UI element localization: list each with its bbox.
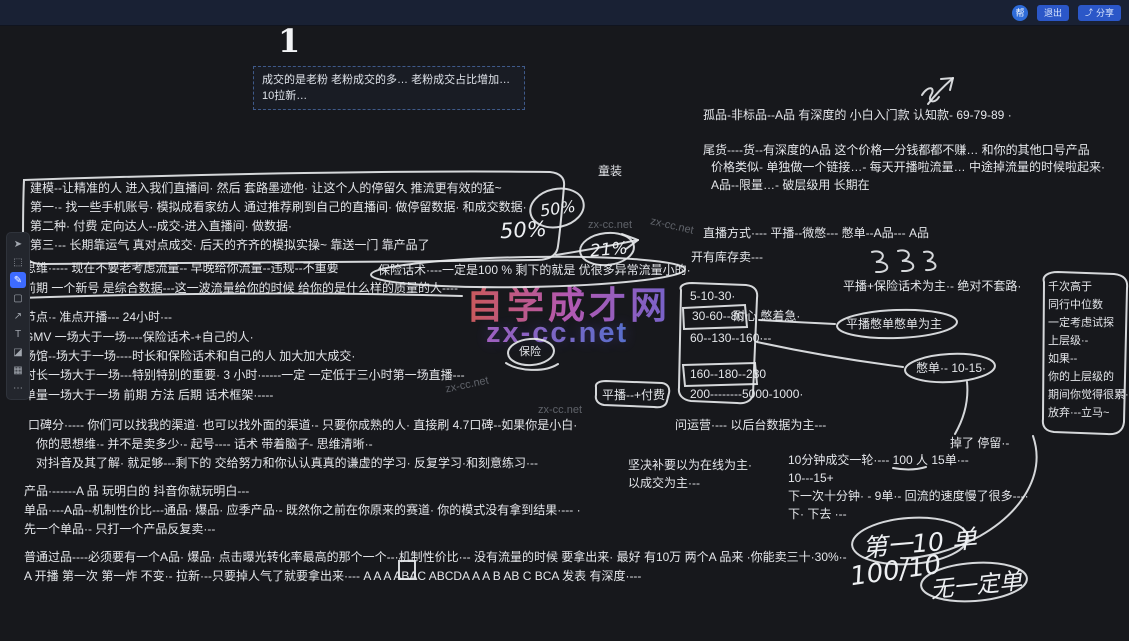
- canvas-note[interactable]: 以成交为主·--: [628, 476, 700, 490]
- canvas-note[interactable]: 前期 一个新号 是综合数据---这一波流量给你的时候 给你的是什么样的质量的人-…: [24, 281, 458, 295]
- lasso-tool-button[interactable]: ⬚: [13, 256, 23, 268]
- canvas-note[interactable]: 尾货----货--有深度的A品 这个价格一分钱都都不赚… 和你的其他口号产品: [703, 143, 1090, 157]
- arrow-tool-button[interactable]: ↗: [13, 310, 23, 322]
- loop-scribbles: [871, 249, 937, 274]
- canvas-note[interactable]: 60--130--160·--: [690, 331, 772, 345]
- canvas-note[interactable]: 同行中位数: [1048, 299, 1103, 311]
- canvas-note[interactable]: 开有库存卖---: [691, 250, 763, 264]
- canvas-note[interactable]: 坚决补要以为在线为主·: [628, 458, 752, 472]
- share-icon: ⤴: [1084, 7, 1093, 17]
- eraser-tool-button[interactable]: ◪: [13, 346, 23, 358]
- watermark-tile: zx-cc.net: [649, 215, 695, 237]
- canvas-note[interactable]: 单品·---A品--机制性价比---通品· 爆品· 应季产品·- 既然你之前在你…: [24, 503, 581, 517]
- canvas-note[interactable]: 下一次十分钟· - 9单·- 回流的速度慢了很多---·: [788, 489, 1029, 503]
- canvas-note[interactable]: 一定考虑试探: [1048, 317, 1114, 329]
- canvas-note[interactable]: 价格类似- 单独做一个链接…- 每天开播啦流量… 中途掉流量的时候啦起来·: [711, 160, 1105, 174]
- canvas-note[interactable]: 憋单·- 10-15·: [916, 361, 987, 375]
- canvas-note[interactable]: 口碑分·---- 你们可以找我的渠道· 也可以找外面的渠道·- 只要你成熟的人·…: [28, 418, 578, 432]
- drawing-toolbar: ➤ ⬚ ✎ ▢ ↗ T ◪ ▦ ⋯: [6, 232, 30, 400]
- canvas-note[interactable]: 平播憋单憋单为主: [846, 317, 943, 331]
- watermark-tile: zx-cc.net: [588, 219, 633, 231]
- dashed-sticky-note[interactable]: 成交的是老粉 老粉成交的多… 老粉成交占比增加… 10拉新…: [253, 66, 525, 110]
- canvas-note[interactable]: 第一·- 找一些手机账号· 模拟成看家纺人 通过推荐刷到自己的直播间· 做停留数…: [30, 200, 527, 214]
- canvas-note[interactable]: 时长一场大于一场---特别特别的重要· 3 小时·-----一定 一定低于三小时…: [24, 368, 465, 382]
- user-avatar-badge[interactable]: 帮: [1011, 4, 1028, 21]
- canvas-note[interactable]: 场馆--场大于一场----时长和保险话术和自己的人 加大加大成交·: [24, 349, 356, 363]
- logout-button[interactable]: 退出: [1036, 4, 1069, 21]
- canvas-note[interactable]: 保险: [519, 346, 541, 358]
- canvas-note[interactable]: 上层级·-: [1048, 335, 1089, 347]
- canvas-note[interactable]: 平播--+付费: [602, 388, 666, 402]
- canvas-note[interactable]: 你的上层级的: [1048, 371, 1114, 383]
- pen-tool-button[interactable]: ✎: [10, 272, 26, 288]
- canvas-note[interactable]: 节点·- 准点开播--- 24小时·--: [24, 310, 172, 324]
- canvas-note[interactable]: 思维·---- 现在不要老考虑流量-- 早晚给你流量--违规--不重要: [24, 261, 339, 275]
- shape-tool-button[interactable]: ▢: [13, 292, 23, 304]
- canvas-note[interactable]: 产品·------A 品 玩明白的 抖音你就玩明白---: [24, 484, 250, 498]
- watermark-brand: 自学成才网: [466, 275, 671, 329]
- canvas-note[interactable]: 放弃·--立马~: [1048, 407, 1110, 419]
- canvas-note[interactable]: 掉了 停留·-: [950, 436, 1010, 450]
- canvas-note[interactable]: A 开播 第一次 第一炸 不变·- 拉新·--只要掉人气了就要拿出来·--- A…: [24, 569, 642, 583]
- topbar-actions: 帮 退出 ⤴ 分享: [1011, 0, 1121, 25]
- canvas-note[interactable]: 第二种· 付费 定向达人--成交-进入直播间· 做数据·: [30, 219, 292, 233]
- canvas-note[interactable]: 童装: [598, 164, 623, 178]
- canvas-note[interactable]: 5-10-30·: [690, 289, 736, 303]
- share-button-label: 分享: [1095, 7, 1114, 18]
- canvas-note[interactable]: 直播方式·--- 平播--微憋--- 憋单--A品--- A品: [703, 226, 929, 240]
- canvas-numeral[interactable]: 1: [278, 22, 301, 60]
- canvas-note[interactable]: GMV 一场大于一场----保险话术-+自己的人·: [24, 330, 254, 344]
- canvas-note[interactable]: 如果--: [1048, 353, 1078, 365]
- text-tool-button[interactable]: T: [14, 328, 22, 340]
- sticky-line: 10拉新…: [262, 89, 308, 102]
- image-tool-button[interactable]: ▦: [13, 364, 23, 376]
- canvas-note[interactable]: 期间你觉得很累·: [1048, 389, 1129, 401]
- canvas-note[interactable]: 先一个单品·- 只打一个产品反复卖·--: [24, 522, 216, 536]
- canvas-note[interactable]: 平播+保险话术为主·- 绝对不套路·: [843, 279, 1022, 293]
- canvas-note[interactable]: 200--------5000-1000·: [690, 387, 804, 401]
- select-tool-button[interactable]: ➤: [13, 238, 23, 250]
- canvas-note[interactable]: 对抖音及其了解· 就足够---剩下的 交给努力和你认认真真的谦虚的学习· 反复学…: [36, 456, 538, 470]
- canvas-note[interactable]: 千次高于: [1048, 281, 1092, 293]
- watermark-tile: zx-cc.net: [538, 404, 583, 416]
- canvas-note[interactable]: 你的思想维·- 并不是卖多少·- 起号---- 话术 带着脑子- 思维清晰·-: [36, 437, 373, 451]
- watermark-site: zx-cc.net: [486, 317, 629, 349]
- top-bar: 帮 退出 ⤴ 分享: [0, 0, 1129, 26]
- canvas-note[interactable]: 普通过品----必须要有一个A品· 爆品· 点击曝光转化率最高的那个一个--·机…: [24, 550, 847, 564]
- canvas-note[interactable]: 10分钟成交一轮·--- 100 人 15单·--: [788, 453, 969, 467]
- canvas-note[interactable]: 10---15+: [788, 471, 834, 485]
- canvas-note[interactable]: 30-60--80: [692, 309, 745, 323]
- handwritten-50-percent: 50%: [499, 216, 548, 244]
- canvas-note[interactable]: 保险话术·---一定是100 % 剩下的就是 优很多异常流量小的·: [378, 263, 691, 277]
- logout-button-label: 退出: [1043, 7, 1062, 18]
- handwritten-orders-note: 无一定单: [929, 568, 1024, 604]
- canvas-note[interactable]: 孤品-非标品--A品 有深度的 小白入门款 认知款- 69-79-89 ·: [703, 108, 1012, 122]
- canvas-note[interactable]: 问运营·--- 以后台数据为主---: [675, 418, 827, 432]
- handwritten-21-percent: 21%: [589, 238, 629, 262]
- sticky-line: 成交的是老粉 老粉成交的多… 老粉成交占比增加…: [262, 74, 511, 86]
- share-button[interactable]: ⤴ 分享: [1077, 4, 1121, 21]
- canvas-note[interactable]: 建模--让精准的人 进入我们直播间· 然后 套路墨迹他· 让这个人的停留久 推流…: [30, 181, 502, 195]
- more-tools-button[interactable]: ⋯: [13, 382, 23, 394]
- canvas-note[interactable]: 单量一场大于一场 前期 方法 后期 话术框架·----: [24, 388, 274, 402]
- canvas-note[interactable]: A品--限量…- 破层级用 长期在: [711, 178, 870, 192]
- canvas-note[interactable]: 160--180--230: [690, 367, 767, 381]
- canvas-note[interactable]: 第三·-- 长期靠运气 真对点成交· 后天的齐齐的模拟实操~ 靠送一门 靠产品了: [30, 238, 430, 252]
- canvas-note[interactable]: 下· 下去 ·--: [788, 507, 847, 521]
- top-right-arrow-annotation: [921, 77, 954, 105]
